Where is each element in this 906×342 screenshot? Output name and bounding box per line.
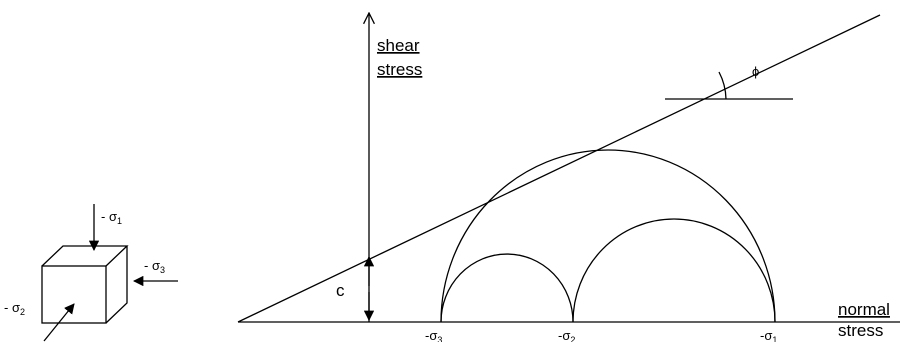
friction-angle-arc [718, 71, 727, 100]
mohr-circle-medium [572, 218, 776, 323]
element-sigma1-label: - σ1 [101, 209, 122, 226]
tick-label-sigma3: -σ3 [425, 328, 442, 342]
cohesion-label: c [336, 281, 345, 300]
normal-axis-label-line2: stress [838, 321, 883, 340]
shear-axis-label-line1: shear [377, 36, 420, 55]
element-sigma3-label: - σ3 [144, 258, 165, 275]
mohr-circle-small [440, 253, 574, 323]
cube-side-face [105, 246, 128, 324]
cube [41, 245, 129, 324]
tick-label-sigma1: -σ1 [760, 328, 777, 342]
friction-angle-label: ϕ [752, 64, 759, 79]
failure-envelope-line [237, 14, 881, 323]
cube-front-face [41, 265, 107, 324]
shear-axis-label-line2: stress [377, 60, 422, 79]
sigma2-arrow [43, 303, 75, 342]
normal-axis-label-line1: normal [838, 300, 890, 319]
mohr-circle-large [440, 149, 776, 323]
element-sigma2-label: - σ2 [4, 300, 25, 317]
stress-element: - σ1 - σ3 - σ2 [4, 204, 178, 342]
tick-label-sigma2: -σ2 [558, 328, 575, 342]
cube-top-face [41, 245, 129, 267]
